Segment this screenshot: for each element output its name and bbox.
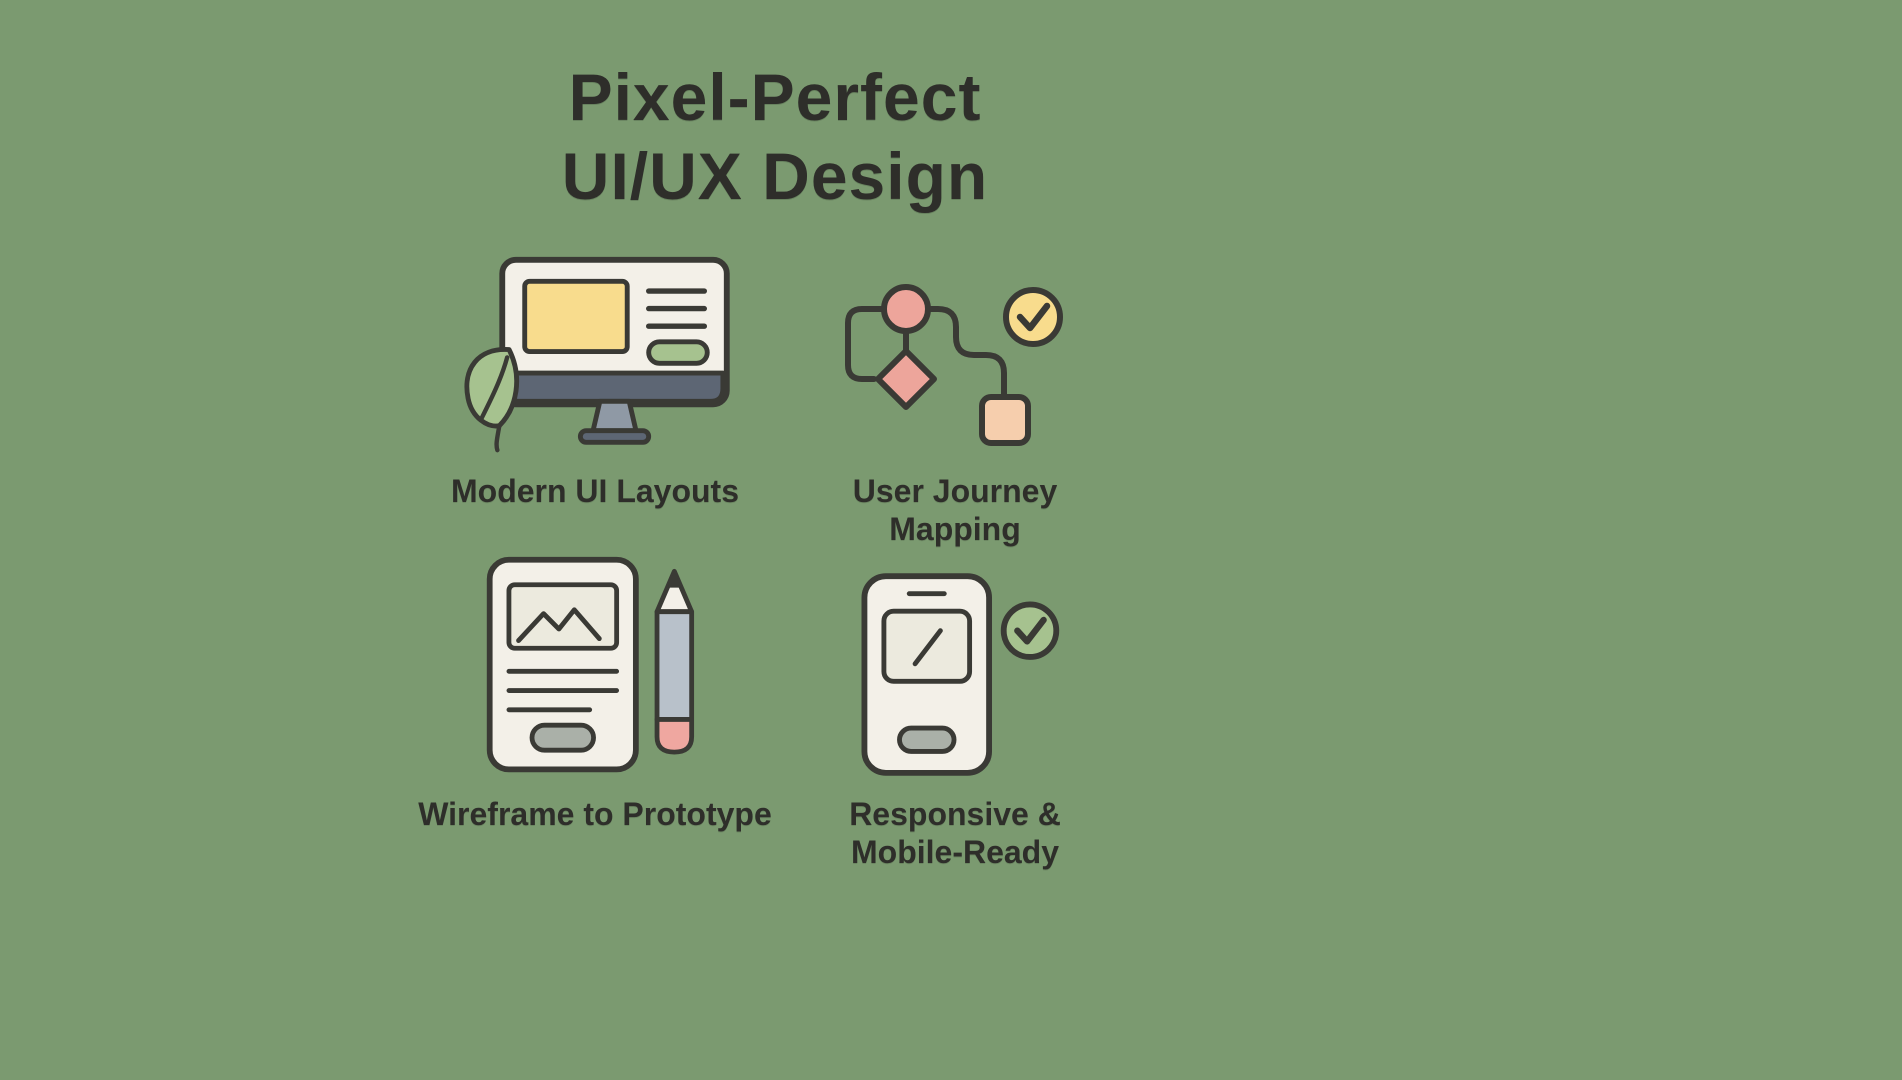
feature-user-journey-mapping: User Journey Mapping [775,252,1135,549]
check-icon [1016,303,1051,332]
journey-start-node [881,284,931,335]
mountain-icon [516,607,602,643]
phone-button-pill [897,725,957,754]
feature-label: Wireframe to Prototype [418,795,772,832]
feature-responsive-mobile-ready: Responsive & Mobile-Ready [775,573,1135,872]
content-wrapper: Pixel-Perfect UI/UX Design [325,58,1225,871]
feature-label: User Journey Mapping [852,473,1058,548]
pencil-body [654,609,695,722]
leaf-vein [479,355,510,453]
wireframe-pencil-icon-box [482,556,708,780]
feature-wireframe-to-prototype: Wireframe to Prototype [415,556,775,872]
check-badge-green [1000,601,1060,660]
phone-check-icon [861,573,1060,776]
phone-check-icon-box [843,573,1067,780]
journey-connector-right [925,306,1007,401]
wireframe-pencil-icon [486,556,695,773]
ui-button-pill [646,339,710,367]
feature-label: Modern UI Layouts [450,473,739,510]
check-icon [1014,616,1047,645]
user-journey-icon [845,284,1063,447]
feature-modern-ui-layouts: Modern UI Layouts [415,252,775,549]
monitor-ui-icon [464,257,730,453]
feature-grid: Modern UI Layouts [415,252,1135,871]
monitor-bezel [503,370,726,405]
wireframe-button-pill [529,722,596,753]
feature-label: Responsive & Mobile-Ready [849,795,1061,870]
pencil-eraser [654,716,695,755]
ui-image-block [522,279,630,355]
monitor-ui-icon-box [447,252,743,457]
pencil-lead [667,571,682,588]
monitor-stand [590,399,639,434]
image-placeholder [506,582,620,651]
ui-text-lines [646,288,708,330]
page-title: Pixel-Perfect UI/UX Design [561,60,989,214]
monitor-base [577,428,652,446]
journey-decision-diamond [875,348,937,411]
wireframe-text-lines [506,668,620,713]
user-journey-icon-box [840,252,1070,457]
leaf-icon [464,347,520,429]
journey-end-node [979,394,1031,447]
journey-connector-left [845,306,887,383]
sketch-stroke [912,628,943,667]
check-badge-yellow [1003,287,1063,348]
